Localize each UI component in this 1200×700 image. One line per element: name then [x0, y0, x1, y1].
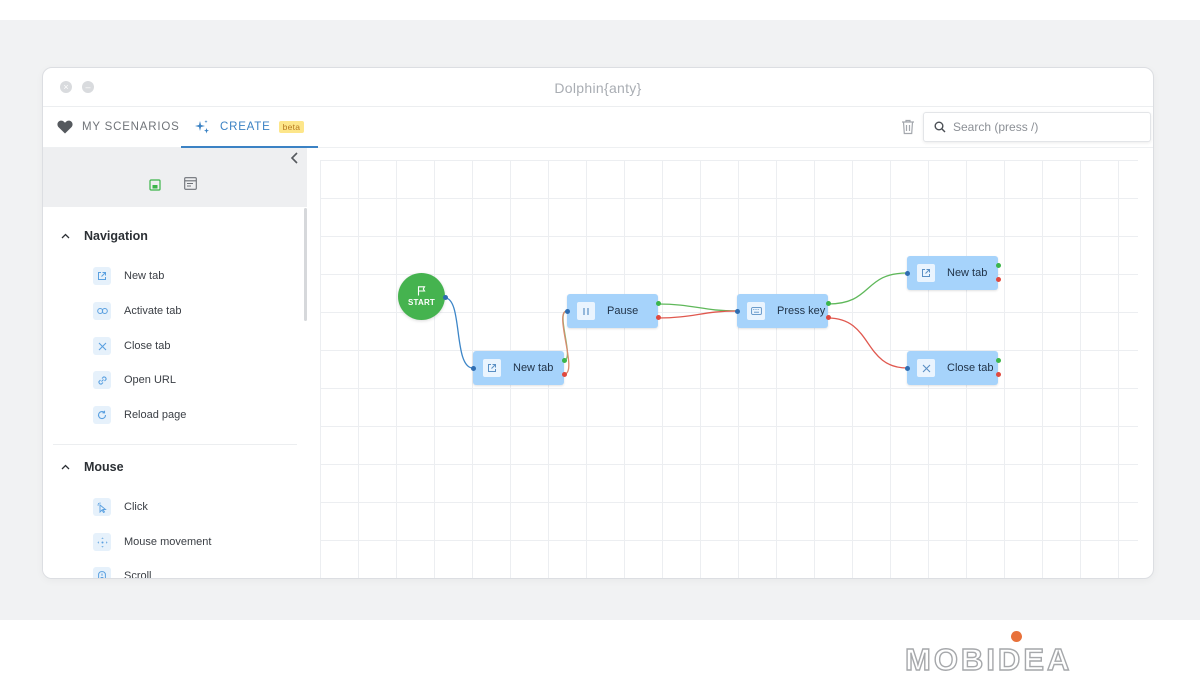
window-title: Dolphin{anty}	[554, 80, 642, 96]
flow-node-close-tab[interactable]: Close tab	[907, 351, 998, 385]
external-link-icon	[917, 264, 935, 282]
sidebar-item-mouse-movement[interactable]: Mouse movement	[93, 533, 211, 551]
start-node[interactable]: START	[398, 273, 445, 320]
chevron-left-icon[interactable]	[289, 151, 301, 170]
sidebar-item-activate-tab[interactable]: Activate tab	[93, 302, 181, 320]
node-success-port[interactable]	[656, 301, 661, 306]
flow-node-pause[interactable]: Pause	[567, 294, 658, 328]
wire-start-to-newtab	[444, 297, 474, 369]
sidebar-item-label: Mouse movement	[124, 536, 212, 548]
heart-icon	[57, 120, 73, 134]
tab-create-label: CREATE	[220, 120, 271, 133]
wire-pause-ok-to-presskey	[657, 303, 738, 312]
node-success-port[interactable]	[996, 263, 1001, 268]
sidebar-item-label: Open URL	[124, 374, 176, 386]
section-navigation[interactable]: Navigation	[61, 229, 148, 243]
brand-logo-dot	[1011, 631, 1022, 642]
node-success-port[interactable]	[996, 358, 1001, 363]
search-icon	[934, 121, 946, 133]
section-navigation-title: Navigation	[84, 229, 148, 243]
node-error-port[interactable]	[996, 277, 1001, 282]
refresh-icon	[93, 406, 111, 424]
flow-node-label: Pause	[607, 305, 639, 317]
node-input-port[interactable]	[905, 366, 910, 371]
save-icon[interactable]	[149, 178, 161, 196]
sidebar-item-close-tab[interactable]: Close tab	[93, 337, 170, 355]
flow-node-label: Close tab	[947, 362, 994, 374]
sidebar-scrollbar[interactable]	[304, 208, 307, 321]
beta-badge: beta	[278, 120, 305, 133]
sidebar-item-open-url[interactable]: Open URL	[93, 371, 176, 389]
section-mouse-title: Mouse	[84, 460, 124, 474]
window-minimize-button[interactable]: –	[82, 81, 94, 93]
sidebar-item-label: New tab	[124, 270, 165, 282]
flag-icon	[417, 286, 426, 296]
trash-icon[interactable]	[901, 119, 915, 140]
brand-logo: MOBIDEA	[904, 641, 1073, 677]
tab-my-scenarios-label: MY SCENARIOS	[82, 121, 180, 133]
flow-node-label: New tab	[947, 267, 988, 279]
start-output-port[interactable]	[443, 295, 448, 300]
flow-node-press-key[interactable]: Press key	[737, 294, 828, 328]
node-error-port[interactable]	[996, 372, 1001, 377]
flow-node-label: New tab	[513, 362, 554, 374]
node-error-port[interactable]	[826, 315, 831, 320]
close-icon	[917, 359, 935, 377]
chain-link-icon	[93, 371, 111, 389]
keyboard-icon	[747, 302, 765, 320]
sparkles-icon	[195, 119, 211, 135]
tabs-bar: MY SCENARIOS CREATE beta	[43, 107, 1153, 148]
sidebar-item-label: Reload page	[124, 409, 187, 421]
sidebar-item-scroll[interactable]: Scroll	[93, 567, 152, 579]
node-input-port[interactable]	[471, 366, 476, 371]
node-success-port[interactable]	[826, 301, 831, 306]
node-input-port[interactable]	[565, 309, 570, 314]
node-error-port[interactable]	[656, 315, 661, 320]
template-icon[interactable]	[184, 177, 197, 195]
flow-connections	[444, 272, 908, 375]
sidebar-item-reload-page[interactable]: Reload page	[93, 406, 186, 424]
sidebar-item-label: Activate tab	[124, 305, 182, 317]
section-mouse[interactable]: Mouse	[61, 460, 124, 474]
link-icon	[93, 302, 111, 320]
external-link-icon	[93, 267, 111, 285]
flow-node-label: Press key	[777, 305, 826, 317]
section-divider	[53, 444, 297, 445]
chevron-up-icon	[61, 233, 70, 239]
cursor-click-icon	[93, 498, 111, 516]
external-link-icon	[483, 359, 501, 377]
tab-my-scenarios[interactable]: MY SCENARIOS	[57, 107, 180, 147]
search-box[interactable]	[923, 112, 1151, 142]
wire-newtab-err-to-pause	[562, 310, 570, 375]
chevron-up-icon	[61, 464, 70, 470]
flow-canvas[interactable]	[320, 160, 1138, 578]
sidebar-item-click[interactable]: Click	[93, 498, 148, 516]
sidebar-item-new-tab[interactable]: New tab	[93, 267, 164, 285]
start-node-label: START	[407, 298, 436, 307]
mouse-scroll-icon	[93, 567, 111, 578]
node-success-port[interactable]	[562, 358, 567, 363]
window-close-button[interactable]: ×	[60, 81, 72, 93]
sidebar-toolbar	[43, 148, 307, 207]
sidebar-item-label: Scroll	[124, 570, 152, 579]
node-input-port[interactable]	[905, 271, 910, 276]
tab-create[interactable]: CREATE beta	[181, 107, 319, 148]
sidebar-item-label: Click	[124, 501, 148, 513]
wire-presskey-err-to-closetab	[827, 317, 908, 369]
node-error-port[interactable]	[562, 372, 567, 377]
close-icon	[93, 337, 111, 355]
app-window: × – Dolphin{anty} MY SCENARIOS CREATE be…	[42, 67, 1154, 579]
title-bar: × – Dolphin{anty}	[43, 68, 1153, 107]
wire-pause-err-to-presskey	[657, 310, 738, 319]
wire-presskey-ok-to-newtab	[827, 272, 908, 305]
sidebar: Navigation New tab Activate tab Close ta…	[43, 148, 307, 579]
move-icon	[93, 533, 111, 551]
flow-node-new-tab[interactable]: New tab	[473, 351, 564, 385]
flow-node-new-tab-2[interactable]: New tab	[907, 256, 998, 290]
search-input[interactable]	[953, 120, 1133, 134]
sidebar-item-label: Close tab	[124, 340, 171, 352]
window-controls: × –	[60, 81, 94, 93]
node-input-port[interactable]	[735, 309, 740, 314]
pause-icon	[577, 302, 595, 320]
